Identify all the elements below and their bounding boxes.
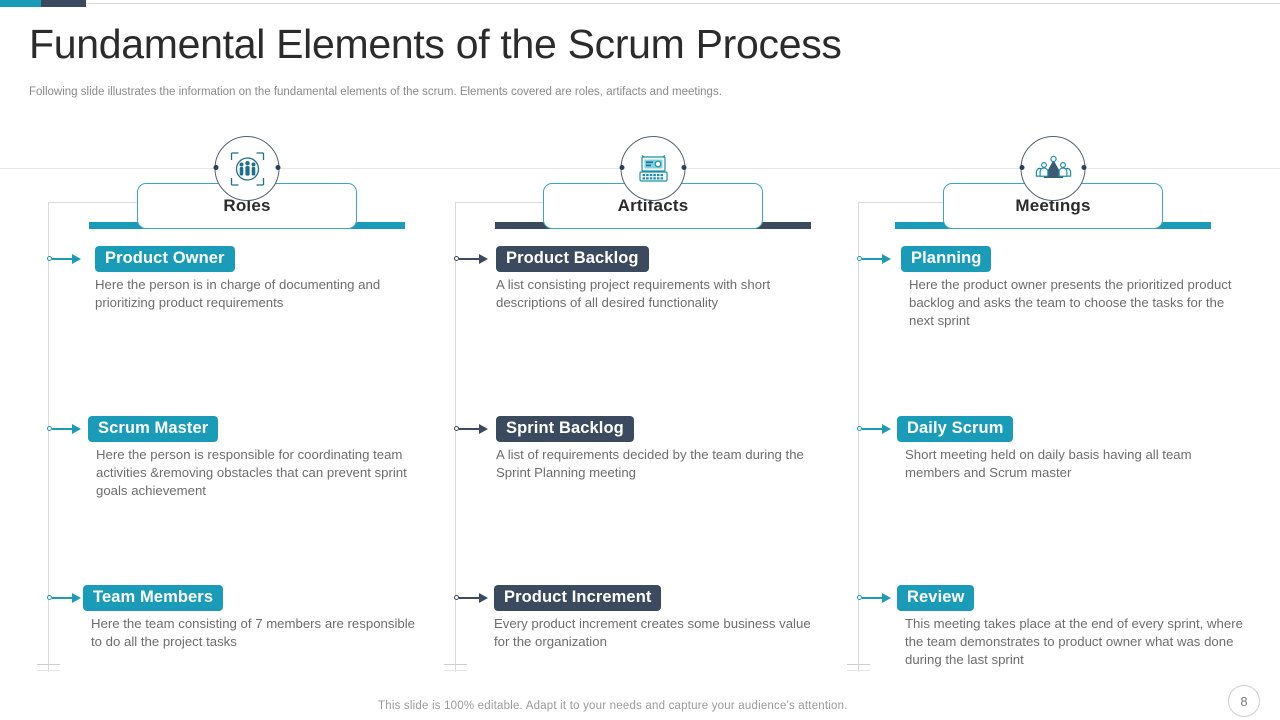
arrow-head-icon xyxy=(882,592,891,603)
circle-node-left xyxy=(1019,165,1025,170)
list-item[interactable]: Sprint Backlog A list of requirements de… xyxy=(496,416,826,482)
item-description: A list of requirements decided by the te… xyxy=(496,447,804,480)
arrow-head-icon xyxy=(72,592,81,603)
arrow-ring-icon xyxy=(454,426,459,431)
column-label-artifacts: Artifacts xyxy=(617,196,689,215)
arrow-head-icon xyxy=(72,253,81,264)
item-description: Here the person is responsible for coord… xyxy=(96,447,407,498)
column-label-roles: Roles xyxy=(223,196,271,215)
arrow-shaft xyxy=(862,427,884,430)
connector-rail-meetings xyxy=(858,202,859,672)
list-item[interactable]: Planning Here the product owner presents… xyxy=(901,246,1251,330)
arrow-shaft xyxy=(459,596,481,599)
connector-arrow-roles-3 xyxy=(47,592,81,604)
arrow-ring-icon xyxy=(454,595,459,600)
computer-terminal-icon xyxy=(619,136,687,201)
item-title-chip: Product Backlog xyxy=(496,246,649,273)
arrow-head-icon xyxy=(479,253,488,264)
rail-foot2-meetings xyxy=(847,670,870,671)
arrow-shaft xyxy=(459,257,481,260)
top-accent-bar xyxy=(0,0,1280,7)
arrow-shaft xyxy=(459,427,481,430)
circle-node-left xyxy=(619,165,625,170)
rail-foot-roles xyxy=(37,664,60,665)
arrow-ring-icon xyxy=(47,426,52,431)
connector-arrow-artifacts-3 xyxy=(454,592,488,604)
rail-foot2-artifacts xyxy=(444,670,467,671)
connector-arrow-meetings-3 xyxy=(857,592,891,604)
list-item[interactable]: Review This meeting takes place at the e… xyxy=(897,585,1247,669)
rail-top-elbow-roles xyxy=(48,202,182,203)
arrow-head-icon xyxy=(882,253,891,264)
accent-hairline xyxy=(86,3,1280,4)
page-title: Fundamental Elements of the Scrum Proces… xyxy=(29,21,842,67)
item-title-chip: Scrum Master xyxy=(88,416,219,443)
item-description: Short meeting held on daily basis having… xyxy=(905,447,1192,480)
accent-segment-navy xyxy=(41,0,86,7)
item-description: A list consisting project requirements w… xyxy=(496,277,771,310)
list-item[interactable]: Product Increment Every product incremen… xyxy=(494,585,824,651)
circle-node-left xyxy=(213,165,219,170)
item-description: Here the person is in charge of document… xyxy=(95,277,381,310)
list-item[interactable]: Team Members Here the team consisting of… xyxy=(83,585,423,651)
list-item[interactable]: Daily Scrum Short meeting held on daily … xyxy=(897,416,1247,482)
circle-node-right xyxy=(275,165,281,170)
arrow-head-icon xyxy=(479,423,488,434)
accent-segment-teal xyxy=(0,0,41,7)
circle-node-right xyxy=(1081,165,1087,170)
item-title-chip: Product Increment xyxy=(494,585,662,612)
item-title-chip: Sprint Backlog xyxy=(496,416,634,443)
rail-foot-meetings xyxy=(847,664,870,665)
connector-rail-artifacts xyxy=(455,202,456,672)
item-title-chip: Team Members xyxy=(83,585,224,612)
item-title-chip: Daily Scrum xyxy=(897,416,1014,443)
connector-arrow-roles-2 xyxy=(47,423,81,435)
connector-arrow-roles-1 xyxy=(47,253,81,265)
rail-top-elbow-meetings xyxy=(858,202,992,203)
rail-top-elbow-artifacts xyxy=(455,202,589,203)
item-description: Here the team consisting of 7 members ar… xyxy=(91,616,415,649)
arrow-shaft xyxy=(862,596,884,599)
meeting-presentation-icon xyxy=(1019,136,1087,201)
connector-arrow-meetings-2 xyxy=(857,423,891,435)
list-item[interactable]: Scrum Master Here the person is responsi… xyxy=(88,416,428,500)
arrow-head-icon xyxy=(479,592,488,603)
rail-foot-artifacts xyxy=(444,664,467,665)
connector-arrow-artifacts-1 xyxy=(454,253,488,265)
arrow-shaft xyxy=(52,427,74,430)
page-number-badge: 8 xyxy=(1228,685,1260,717)
arrow-head-icon xyxy=(882,423,891,434)
arrow-ring-icon xyxy=(47,595,52,600)
item-title-chip: Planning xyxy=(901,246,992,273)
footer-note: This slide is 100% editable. Adapt it to… xyxy=(378,700,848,712)
people-group-icon xyxy=(213,136,281,201)
item-title-chip: Review xyxy=(897,585,975,612)
arrow-ring-icon xyxy=(857,595,862,600)
connector-arrow-artifacts-2 xyxy=(454,423,488,435)
item-description: Here the product owner presents the prio… xyxy=(909,277,1232,328)
arrow-ring-icon xyxy=(857,256,862,261)
item-description: This meeting takes place at the end of e… xyxy=(905,616,1243,667)
circle-node-right xyxy=(681,165,687,170)
connector-rail-roles xyxy=(48,202,49,672)
arrow-shaft xyxy=(862,257,884,260)
column-label-meetings: Meetings xyxy=(1015,196,1091,215)
item-description: Every product increment creates some bus… xyxy=(494,616,811,649)
arrow-ring-icon xyxy=(857,426,862,431)
arrow-head-icon xyxy=(72,423,81,434)
arrow-shaft xyxy=(52,257,74,260)
page-subtitle: Following slide illustrates the informat… xyxy=(29,86,722,98)
arrow-shaft xyxy=(52,596,74,599)
arrow-ring-icon xyxy=(454,256,459,261)
list-item[interactable]: Product Backlog A list consisting projec… xyxy=(496,246,826,312)
item-title-chip: Product Owner xyxy=(95,246,235,273)
connector-arrow-meetings-1 xyxy=(857,253,891,265)
arrow-ring-icon xyxy=(47,256,52,261)
rail-foot2-roles xyxy=(37,670,60,671)
list-item[interactable]: Product Owner Here the person is in char… xyxy=(95,246,425,312)
